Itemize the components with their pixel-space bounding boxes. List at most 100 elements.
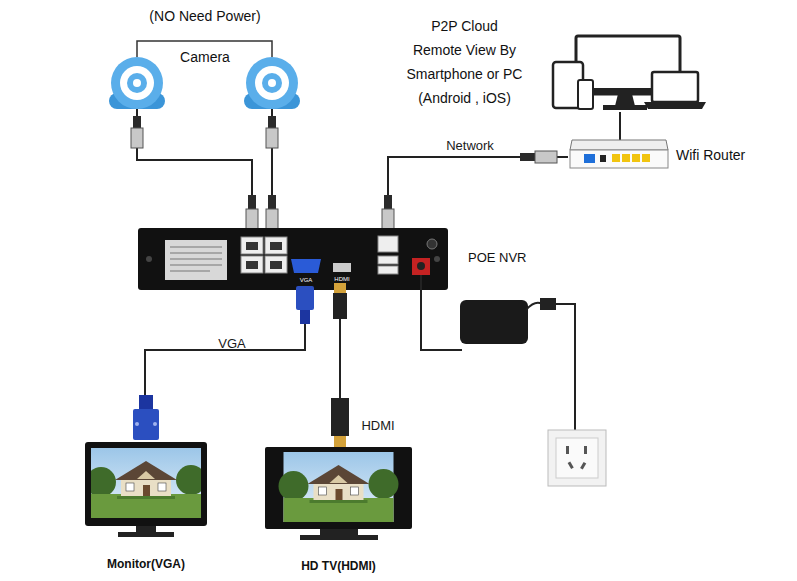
tv-bezel (265, 447, 412, 529)
poe-port (265, 237, 287, 254)
node-label: POE NVR (468, 250, 527, 266)
tv-neck (320, 529, 358, 535)
outlet-face (556, 438, 598, 478)
camera-icon (109, 57, 165, 148)
outlet-slot (568, 461, 574, 469)
hdmi-port (333, 263, 351, 272)
dc-hole (417, 262, 425, 270)
port-hole (270, 261, 282, 269)
poe-port (241, 256, 263, 273)
router-port (632, 154, 640, 162)
node-label: Monitor(VGA) (73, 557, 219, 571)
hd-tv (265, 447, 412, 540)
rj45-plug (266, 128, 278, 148)
dc-cable (421, 275, 462, 350)
rj45-plug (131, 128, 143, 148)
wall-outlet (548, 430, 606, 486)
monitor-bezel (85, 442, 207, 526)
rj45-plug (535, 151, 557, 163)
poe-port (241, 237, 263, 254)
lan-port (378, 236, 398, 252)
client-devices (553, 36, 706, 110)
monitor-neck (136, 526, 156, 532)
remote-view-devices: P2P Cloud Remote View By Smartphone or P… (400, 12, 700, 112)
sticker-lines (170, 247, 222, 271)
camera-ring (120, 66, 154, 100)
dc-jack (412, 258, 430, 275)
vga-screw (153, 422, 157, 426)
hdmi-tip (334, 283, 346, 293)
vga-boot (300, 310, 310, 324)
outlet-slot (584, 446, 587, 454)
poe-port (265, 256, 287, 273)
vga-monitor (85, 442, 207, 537)
ac-plug (540, 298, 556, 310)
power-button (427, 239, 437, 249)
poe-nvr: POE NVR (138, 228, 448, 290)
rj45-plug (266, 209, 278, 229)
router-port (612, 154, 620, 162)
camera-lens (262, 73, 282, 93)
router-port (622, 154, 630, 162)
hd-tv: HD TV(HDMI) (265, 447, 412, 577)
nvr-device (138, 228, 448, 290)
camera-ring (255, 66, 289, 100)
rj45-boot (133, 116, 141, 128)
power-adapter (460, 300, 528, 344)
vga-connectors (133, 286, 314, 440)
usb-port (378, 266, 398, 274)
camera-lens (127, 73, 147, 93)
vga-boot (139, 395, 153, 409)
cable-label: VGA (218, 336, 245, 351)
wifi-router (570, 140, 668, 168)
rj45-boot (268, 195, 276, 209)
ac-cord (556, 304, 575, 430)
rj45-boot (384, 195, 392, 209)
node-label: HD TV(HDMI) (260, 559, 417, 573)
hdmi-plug (333, 293, 347, 319)
router-plug (520, 151, 557, 163)
port-label: VGA (300, 277, 313, 284)
usb-port (378, 256, 398, 264)
hdmi-plug (331, 398, 349, 436)
hdmi-connectors (331, 283, 349, 447)
warning-sticker (165, 240, 227, 280)
port-hole (246, 242, 258, 250)
vga-plug (296, 286, 314, 310)
outlet-slot (566, 446, 569, 454)
router-port (600, 155, 606, 162)
port-hole (270, 242, 282, 250)
cable-connector (145, 290, 305, 440)
laptop-screen (652, 72, 698, 102)
camera-group: (NO Need Power) Camera (95, 5, 315, 105)
wifi-router: Wifi Router (568, 140, 668, 170)
tv-base (300, 535, 378, 540)
camera-glint (133, 79, 141, 87)
rj45-plug (246, 209, 258, 229)
router-port (642, 154, 650, 162)
cable-connector (137, 105, 252, 228)
node-label: P2P Cloud Remote View By Smartphone or P… (406, 14, 523, 110)
nvr-case (138, 228, 448, 290)
node-label: (NO Need Power) (95, 8, 315, 25)
vga-screw (135, 422, 139, 426)
camera-body (111, 57, 163, 109)
screen-picture (279, 452, 399, 522)
screw (146, 256, 152, 262)
port-hole (246, 261, 258, 269)
rj45-plug (382, 209, 394, 229)
port-label: HDMI (334, 276, 349, 283)
camera-body (246, 57, 298, 109)
camera-glint (268, 79, 276, 87)
hdmi-tip (334, 436, 346, 447)
node-label: Camera (95, 49, 315, 66)
cable-connector (619, 112, 621, 140)
router-top (570, 140, 668, 150)
vga-port (291, 259, 321, 273)
router-port (584, 154, 595, 163)
router-front (570, 150, 668, 168)
rj45-boot (520, 153, 535, 161)
laptop-base (644, 102, 706, 109)
